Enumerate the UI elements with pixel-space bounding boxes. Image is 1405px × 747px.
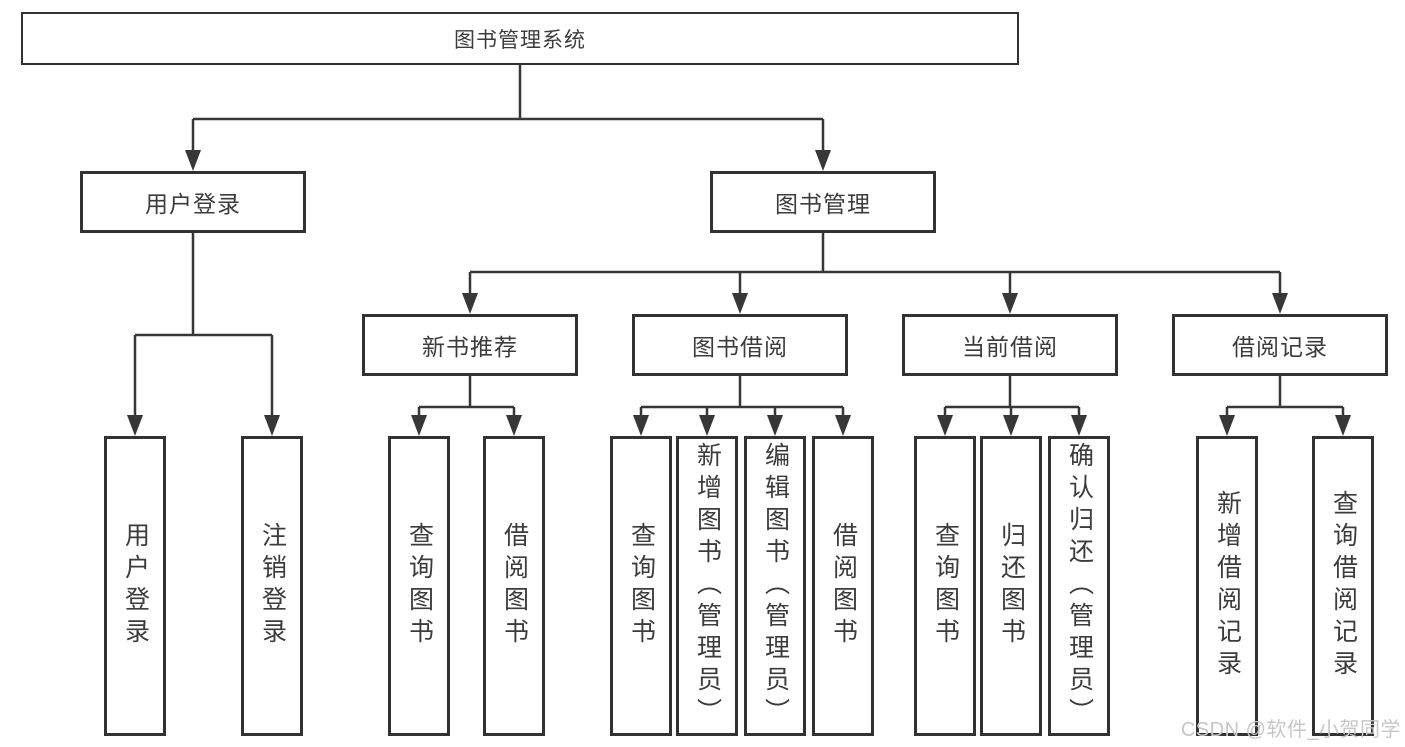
- connector-borrow-records-branch: [1219, 376, 1351, 436]
- connector-line: [1225, 376, 1345, 417]
- connector-new-book-branch: [411, 376, 522, 436]
- node-library-management-system: 图书管理系统: [21, 12, 1019, 65]
- arrowhead-icon: [633, 415, 649, 436]
- node-borrow-records: 借阅记录: [1172, 314, 1388, 376]
- connector-line: [943, 376, 1081, 417]
- node-label: 图书管理: [775, 191, 871, 217]
- arrowhead-icon: [767, 415, 783, 436]
- node-book-borrow: 图书借阅: [632, 314, 848, 376]
- arrowhead-icon: [462, 293, 478, 314]
- connector-book-borrow-branch: [633, 376, 851, 436]
- connector-current-borrow-branch: [937, 376, 1087, 436]
- arrowhead-icon: [835, 415, 851, 436]
- arrowhead-icon: [127, 415, 143, 436]
- connector-line: [639, 376, 845, 417]
- connector-line: [133, 233, 274, 416]
- arrowhead-icon: [1219, 415, 1235, 436]
- node-label: 查询图书: [627, 522, 656, 650]
- node-label: 图书管理系统: [454, 28, 586, 52]
- connector-line: [417, 376, 516, 417]
- node-label: 借阅图书: [829, 522, 858, 650]
- leaf-add-book-admin: 新增图书（管理员）: [676, 436, 738, 736]
- arrowhead-icon: [185, 150, 201, 171]
- connector-book-management-branch: [462, 233, 1288, 314]
- node-label: 借阅图书: [500, 522, 529, 650]
- node-label: 注销登录: [258, 522, 287, 650]
- node-label: 新增借阅记录: [1213, 490, 1242, 682]
- node-label: 归还图书: [997, 522, 1026, 650]
- arrowhead-icon: [699, 415, 715, 436]
- node-label: 当前借阅: [962, 334, 1058, 360]
- connector-line: [191, 65, 825, 152]
- leaf-logout: 注销登录: [241, 436, 303, 736]
- leaf-add-borrow-record: 新增借阅记录: [1196, 436, 1258, 736]
- arrowhead-icon: [506, 415, 522, 436]
- leaf-query-books-1: 查询图书: [388, 436, 450, 736]
- node-label: 新增图书（管理员）: [693, 442, 722, 730]
- node-label: 编辑图书（管理员）: [761, 442, 790, 730]
- arrowhead-icon: [732, 293, 748, 314]
- connector-line: [468, 233, 1282, 295]
- arrowhead-icon: [937, 415, 953, 436]
- arrowhead-icon: [1335, 415, 1351, 436]
- node-label: 借阅记录: [1232, 334, 1328, 360]
- leaf-query-borrow-record: 查询借阅记录: [1312, 436, 1374, 736]
- node-book-management: 图书管理: [710, 171, 936, 233]
- node-label: 查询图书: [931, 522, 960, 650]
- node-label: 图书借阅: [692, 334, 788, 360]
- arrowhead-icon: [1003, 415, 1019, 436]
- leaf-borrow-books-2: 借阅图书: [812, 436, 874, 736]
- leaf-return-book: 归还图书: [980, 436, 1042, 736]
- node-label: 用户登录: [121, 522, 150, 650]
- leaf-borrow-books-1: 借阅图书: [483, 436, 545, 736]
- node-label: 用户登录: [145, 191, 241, 217]
- node-current-borrow: 当前借阅: [902, 314, 1118, 376]
- leaf-query-books-2: 查询图书: [610, 436, 672, 736]
- arrowhead-icon: [1002, 293, 1018, 314]
- arrowhead-icon: [1272, 293, 1288, 314]
- leaf-confirm-return-admin: 确认归还（管理员）: [1048, 436, 1110, 736]
- node-user-login: 用户登录: [80, 171, 306, 233]
- arrowhead-icon: [264, 415, 280, 436]
- leaf-user-login: 用户登录: [104, 436, 166, 736]
- node-label: 查询借阅记录: [1329, 490, 1358, 682]
- connector-user-login-branch: [127, 233, 280, 436]
- arrowhead-icon: [815, 150, 831, 171]
- arrowhead-icon: [1071, 415, 1087, 436]
- leaf-edit-book-admin: 编辑图书（管理员）: [744, 436, 806, 736]
- csdn-watermark: CSDN @软件_小贺同学: [1180, 719, 1401, 741]
- node-label: 确认归还（管理员）: [1065, 442, 1094, 730]
- node-label: 查询图书: [405, 522, 434, 650]
- node-new-book-recommend: 新书推荐: [362, 314, 578, 376]
- connector-root-to-level2: [185, 65, 831, 171]
- arrowhead-icon: [411, 415, 427, 436]
- node-label: 新书推荐: [422, 334, 518, 360]
- leaf-query-books-3: 查询图书: [914, 436, 976, 736]
